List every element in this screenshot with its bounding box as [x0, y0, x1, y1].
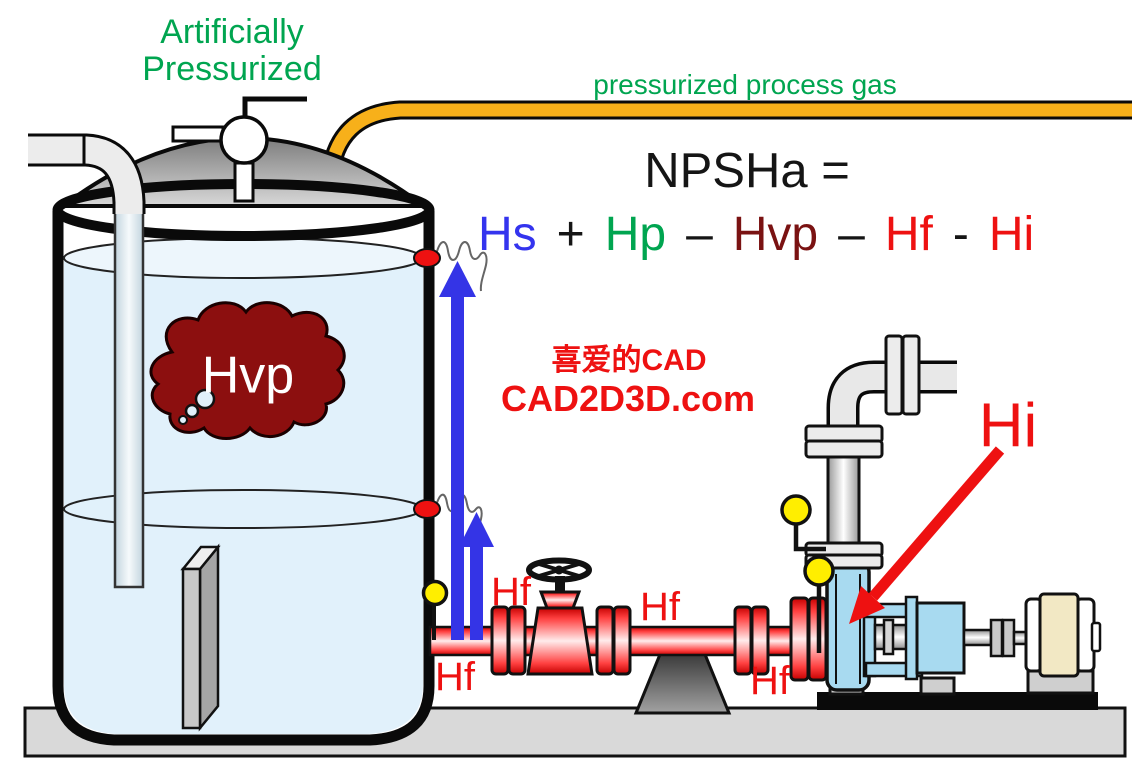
discharge-elbow — [830, 364, 957, 455]
valve-ball — [219, 115, 269, 165]
pump-baseplate — [817, 692, 1098, 710]
bearing-housing — [915, 601, 966, 675]
inlet-loss-arrow — [849, 446, 1005, 624]
term-minus-1: – — [686, 208, 713, 261]
supply-tank — [28, 96, 488, 746]
term-hs: Hs — [478, 208, 537, 261]
tank-pressure-label: Artificially Pressurized — [142, 14, 322, 88]
term-minus-2: – — [838, 208, 865, 261]
discharge-piping — [804, 334, 957, 570]
equation-terms: Hs + Hp – Hvp – Hf - Hi — [478, 208, 1035, 261]
level-marker-upper — [413, 241, 488, 292]
watermark-line2: CAD2D3D.com — [500, 378, 756, 419]
friction-label-2: Hf — [491, 570, 531, 614]
equation-title: NPSHa = — [644, 144, 850, 198]
suction-line — [421, 557, 797, 676]
motor — [1024, 592, 1102, 695]
term-minus-3: - — [952, 208, 969, 261]
tank-outlet-gauge — [421, 579, 449, 640]
discharge-riser — [826, 450, 861, 549]
term-hi: Hi — [988, 208, 1035, 261]
baffle-plate — [180, 543, 221, 732]
watermark-line1: 喜爱的CAD — [551, 344, 707, 377]
term-hp: Hp — [604, 208, 667, 261]
gate-valve — [526, 557, 594, 676]
vapor-cloud-label: Hvp — [201, 346, 295, 405]
flange-pair-3 — [733, 605, 770, 676]
shaft-coupling — [962, 618, 1030, 658]
flange-pair-2 — [595, 605, 632, 676]
dip-pipe — [28, 133, 146, 589]
friction-label-4: Hf — [750, 659, 790, 703]
pipe-support-pedestal — [633, 645, 732, 715]
term-plus: + — [556, 208, 585, 261]
pump-frame — [862, 595, 924, 681]
term-hf: Hf — [884, 208, 933, 261]
pump-casing — [825, 560, 871, 692]
pump-foot-right — [919, 676, 956, 696]
vapor-pressure-cloud — [149, 301, 346, 440]
inlet-loss-label: Hi — [978, 391, 1038, 461]
discharge-gauge-lower — [803, 555, 835, 653]
tank-top-valve — [171, 96, 307, 203]
friction-label-1: Hf — [435, 655, 475, 699]
level-marker-lower — [413, 493, 483, 542]
term-hvp: Hvp — [732, 208, 819, 261]
hs-arrow-short — [459, 512, 494, 640]
valve-handwheel — [526, 557, 592, 583]
discharge-gauge-upper — [780, 494, 826, 552]
static-head-arrows — [439, 261, 494, 640]
hs-arrow-tall — [439, 261, 476, 640]
friction-label-3: Hf — [640, 585, 680, 629]
flange-pair-1 — [490, 605, 527, 676]
motor-body — [1038, 592, 1080, 678]
valve-lever — [242, 96, 307, 122]
gas-pipe-label: pressurized process gas — [593, 69, 897, 100]
tank-pressure-label-line2: Pressurized — [142, 50, 322, 88]
tank-pressure-label-line1: Artificially — [160, 13, 304, 51]
